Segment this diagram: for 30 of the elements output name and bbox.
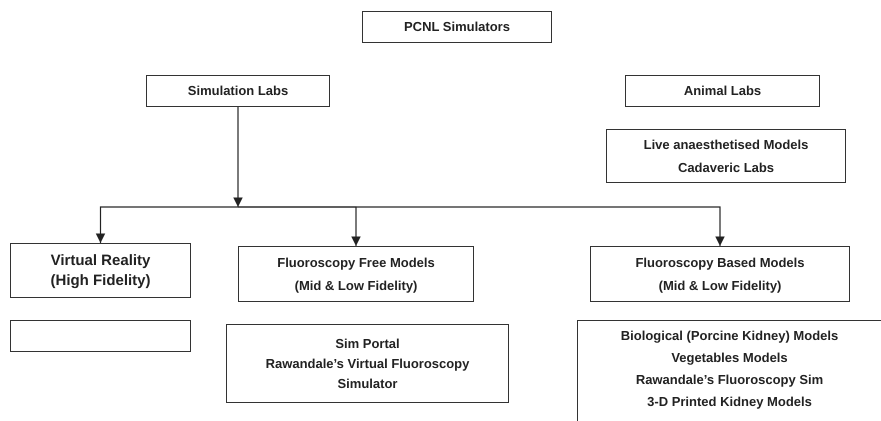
box-text: Sim Portal [335,334,400,352]
box-text: Cadaveric Labs [678,159,774,177]
box-text: Virtual Reality [50,250,150,270]
box-text: Animal Labs [684,82,762,100]
category-box [146,75,330,107]
box-text: Fluoroscopy Free Models [277,254,435,272]
category-box [606,129,846,183]
box-text: Rawandale’s Fluoroscopy Sim [636,371,824,389]
box-text: Vegetables Models [671,349,788,367]
connector-trunk [233,107,243,207]
box-text: (High Fidelity) [50,270,150,290]
box-text: Live anaesthetised Models [644,136,808,154]
arrow [238,206,725,246]
box-text: (Mid & Low Fidelity) [658,277,782,295]
category-box [590,246,850,302]
box-text: Fluoroscopy Based Models [635,254,805,272]
box-text: Biological (Porcine Kidney) Models [620,327,838,345]
category-box [362,11,552,43]
category-box [238,246,474,302]
box-text: 3-D Printed Kidney Models [647,393,812,411]
category-box [577,320,881,421]
box-text: Simulation Labs [188,82,288,100]
box-text: (Mid & Low Fidelity) [294,277,418,295]
box-text: PCNL Simulators [404,18,510,36]
category-box [10,243,191,298]
box-text: Rawandale’s Virtual Fluoroscopy Simulator [264,354,470,392]
arrow [96,206,238,243]
category-box [226,324,509,403]
empty-box [10,320,191,352]
category-box [625,75,820,107]
